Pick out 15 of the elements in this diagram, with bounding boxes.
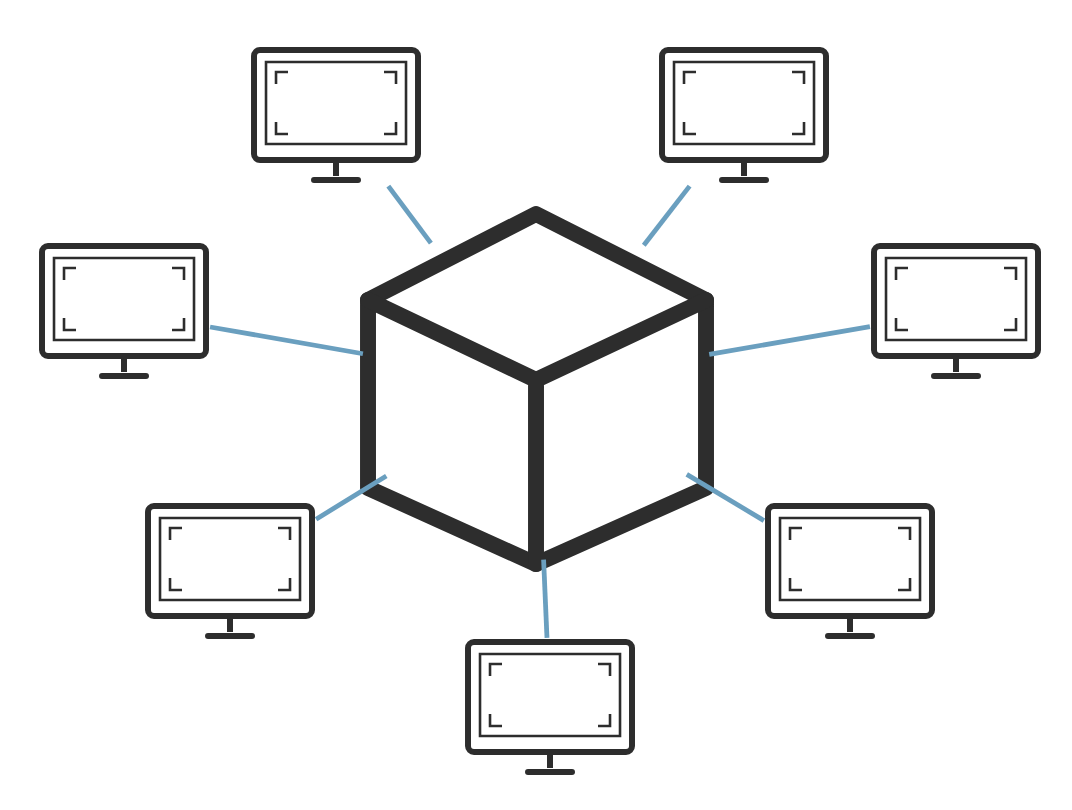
monitor-icon xyxy=(765,503,935,639)
monitor-icon xyxy=(465,639,635,775)
monitor-icon xyxy=(659,47,829,183)
connector-line xyxy=(541,559,550,638)
connector-line xyxy=(708,324,871,357)
connector-line xyxy=(209,324,364,357)
monitor-icon xyxy=(251,47,421,183)
connector-line xyxy=(641,184,692,247)
connector-line xyxy=(386,184,433,245)
monitor-icon xyxy=(39,243,209,379)
monitor-icon xyxy=(145,503,315,639)
connector-line xyxy=(685,472,766,523)
cube-drawing xyxy=(360,206,714,572)
monitor-icon xyxy=(871,243,1041,379)
connector-line xyxy=(314,474,388,522)
